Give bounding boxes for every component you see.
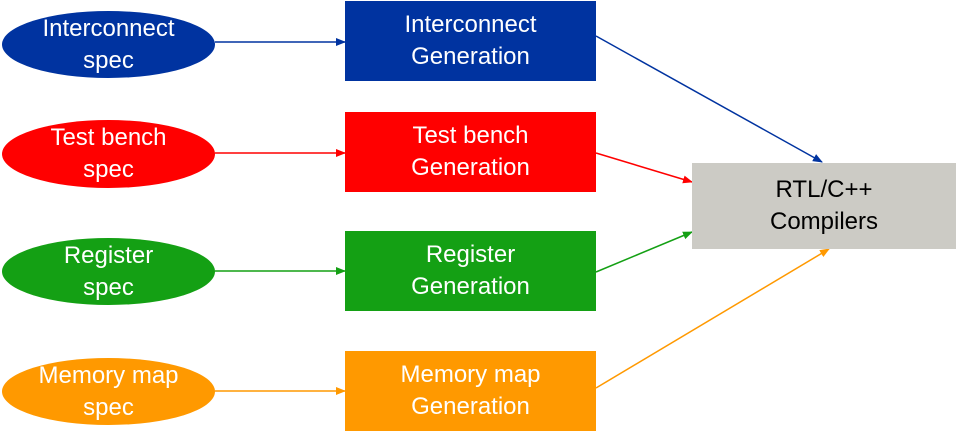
node-label-line2: spec <box>83 46 134 74</box>
node-label-line2: spec <box>83 273 134 301</box>
node-label-line2: Generation <box>411 43 530 70</box>
testbench-spec-node: Test bench spec <box>2 120 215 188</box>
node-label-line1: Test bench <box>412 122 529 149</box>
register-spec-node: Register spec <box>2 238 215 305</box>
node-label-line1: Interconnect <box>404 11 537 38</box>
arrow-register-generation-to-compilers <box>595 231 693 273</box>
node-label-line1: Memory map <box>400 361 541 388</box>
node-label-line1: RTL/C++ <box>775 176 873 203</box>
node-label-line1: Register <box>425 241 516 268</box>
node-label-line2: Generation <box>411 273 530 300</box>
arrow-testbench-generation-to-compilers <box>595 152 693 184</box>
node-label-line1: Test bench <box>50 124 167 151</box>
node-label-line1: Memory map <box>38 361 179 389</box>
arrow-interconnect-generation-to-compilers <box>595 35 823 163</box>
node-label-line2: spec <box>83 156 134 183</box>
interconnect-spec-node: Interconnect spec <box>2 11 215 78</box>
node-label-line2: Compilers <box>769 208 879 235</box>
node-label-line2: Generation <box>411 154 530 181</box>
node-label-line2: Generation <box>411 393 530 420</box>
node-label-line2: spec <box>83 393 134 421</box>
arrow-memorymap-generation-to-compilers <box>595 248 830 389</box>
memorymap-spec-node: Memory map spec <box>2 358 215 425</box>
compilers-node: RTL/C++ Compilers <box>692 163 956 249</box>
node-label-line1: Register <box>63 241 154 269</box>
node-label-line1: Interconnect <box>42 14 175 42</box>
